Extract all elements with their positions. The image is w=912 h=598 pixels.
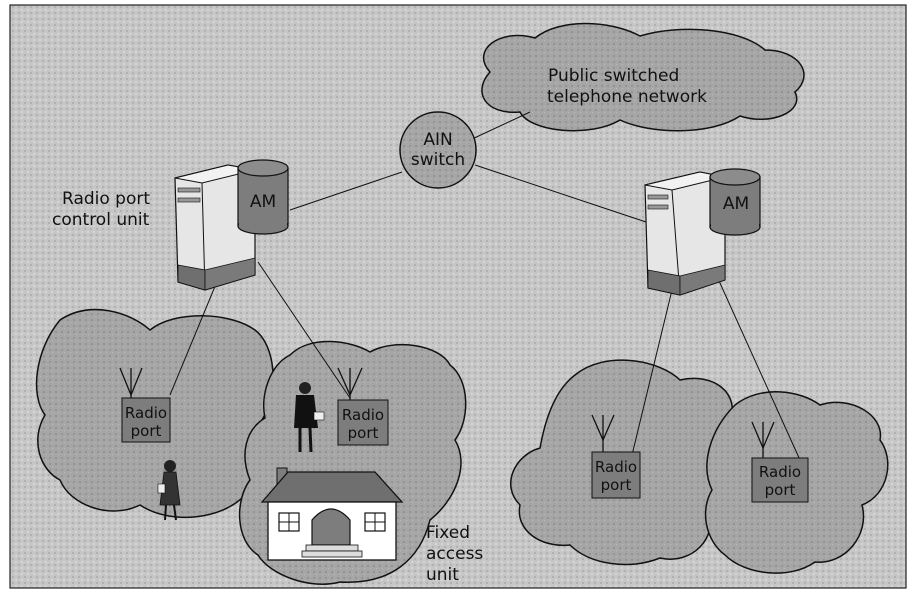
- link-right-port2: [714, 271, 801, 461]
- link-rpcu-left-ain: [289, 171, 403, 211]
- link-ain-rpcu-right: [474, 164, 656, 226]
- radio-port-1: Radio port: [119, 367, 171, 443]
- am-right-label: AM: [723, 194, 749, 214]
- radio-port-4-label-2: port: [765, 481, 796, 499]
- radio-port-control-unit-left: [174, 164, 256, 291]
- link-lines: [169, 111, 801, 461]
- ain-label-2: switch: [411, 150, 465, 170]
- am-database-left: AM: [237, 159, 289, 235]
- link-ain-pstn: [469, 111, 531, 141]
- am-left-label: AM: [250, 192, 276, 212]
- radio-port-control-unit-right: [644, 171, 726, 296]
- radio-port-2: Radio port: [337, 367, 389, 446]
- am-database-right: AM: [709, 168, 761, 236]
- pstn-cloud: [481, 22, 805, 132]
- radio-port-1-label-2: port: [131, 422, 162, 440]
- radio-port-3: Radio port: [591, 414, 641, 499]
- link-left-port2: [257, 261, 351, 399]
- pstn-label-2: telephone network: [547, 87, 707, 107]
- house-icon-fixed-access: [260, 467, 404, 561]
- radio-port-2-label-2: port: [348, 424, 379, 442]
- pedestrian-user-icon-woman: [157, 460, 181, 521]
- pedestrian-user-icon-man: [294, 382, 325, 453]
- radio-port-3-label-1: Radio: [595, 458, 637, 476]
- rpcu-label-1: Radio port: [62, 189, 150, 209]
- pstn-label-1: Public switched: [548, 66, 679, 86]
- fau-label-3: unit: [426, 565, 459, 585]
- link-right-port1: [631, 289, 673, 456]
- fau-label-2: access: [426, 544, 483, 564]
- ain-switch: AIN switch: [399, 111, 477, 189]
- rpcu-label-2: control unit: [52, 210, 150, 230]
- ain-label-1: AIN: [423, 130, 452, 150]
- radio-port-4: Radio port: [751, 421, 809, 503]
- radio-port-2-label-1: Radio: [342, 406, 384, 424]
- radio-port-1-label-1: Radio: [125, 404, 167, 422]
- radio-port-3-label-2: port: [601, 476, 632, 494]
- radio-port-4-label-1: Radio: [759, 463, 801, 481]
- fau-label-1: Fixed: [426, 523, 470, 543]
